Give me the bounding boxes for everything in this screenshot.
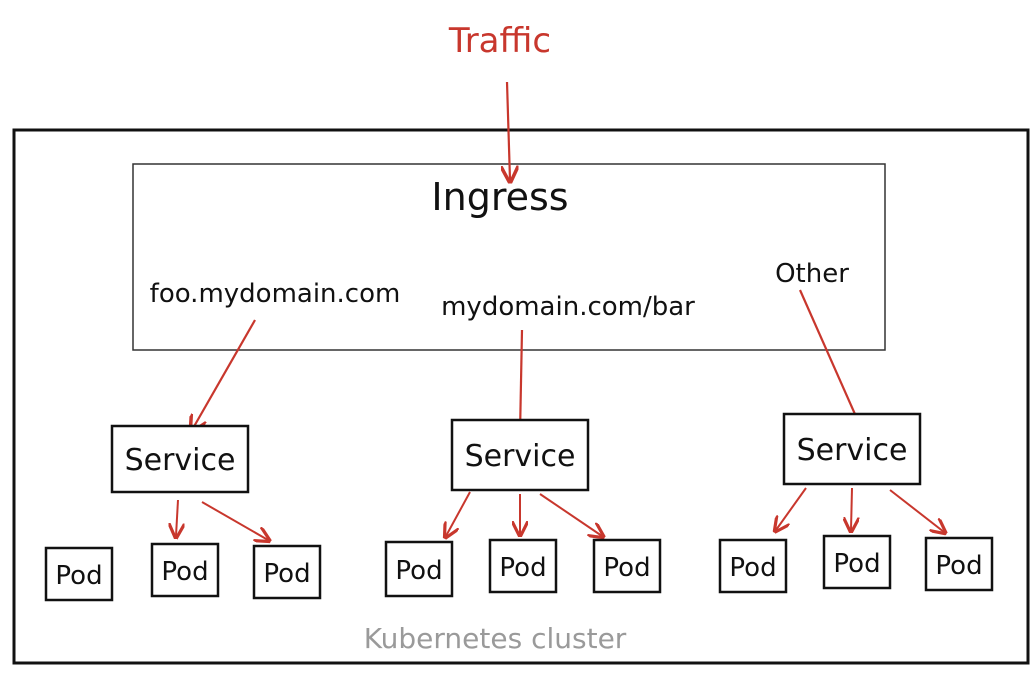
pod-label: Pod bbox=[729, 553, 776, 583]
service-label-3: Service bbox=[797, 433, 908, 468]
route-label-bar: mydomain.com/bar bbox=[441, 292, 695, 322]
pod-arrow-2c bbox=[539, 493, 602, 536]
route-label-other: Other bbox=[775, 259, 849, 289]
pod-label: Pod bbox=[499, 553, 546, 583]
pod-label: Pod bbox=[833, 549, 880, 579]
route-label-foo: foo.mydomain.com bbox=[150, 279, 401, 309]
pod-box bbox=[718, 538, 788, 594]
pod-label: Pod bbox=[263, 559, 310, 589]
route-arrow-foo bbox=[192, 319, 256, 430]
pod-label: Pod bbox=[55, 561, 102, 591]
pod-box bbox=[384, 540, 454, 598]
pod-arrow-1b bbox=[201, 501, 268, 540]
route-arrow-bar bbox=[520, 329, 522, 434]
service-box-2 bbox=[450, 418, 590, 492]
pod-box bbox=[592, 538, 662, 594]
pod-arrow-3c bbox=[889, 489, 944, 532]
pod-arrow-3a bbox=[776, 487, 807, 530]
service-label-1: Service bbox=[125, 443, 236, 478]
pod-box bbox=[44, 546, 114, 602]
ingress-label: Ingress bbox=[431, 175, 568, 219]
pod-label: Pod bbox=[395, 556, 442, 586]
pod-box bbox=[488, 538, 558, 594]
service-label-2: Service bbox=[465, 439, 576, 474]
pod-arrow-2a bbox=[446, 491, 471, 536]
pod-box bbox=[822, 534, 892, 590]
traffic-label: Traffic bbox=[448, 21, 551, 61]
traffic-arrow bbox=[507, 81, 510, 180]
pod-box bbox=[150, 542, 220, 598]
pod-label: Pod bbox=[935, 551, 982, 581]
cluster-boundary bbox=[12, 128, 1030, 665]
pod-arrow-1a bbox=[176, 499, 178, 536]
pod-box bbox=[924, 536, 994, 592]
pod-label: Pod bbox=[603, 553, 650, 583]
route-arrow-other bbox=[798, 289, 862, 430]
service-box-1 bbox=[110, 424, 250, 494]
pod-arrow-3b bbox=[851, 487, 852, 530]
service-box-3 bbox=[782, 412, 922, 486]
cluster-label: Kubernetes cluster bbox=[364, 622, 627, 655]
pod-label: Pod bbox=[161, 557, 208, 587]
pod-box bbox=[252, 544, 322, 600]
